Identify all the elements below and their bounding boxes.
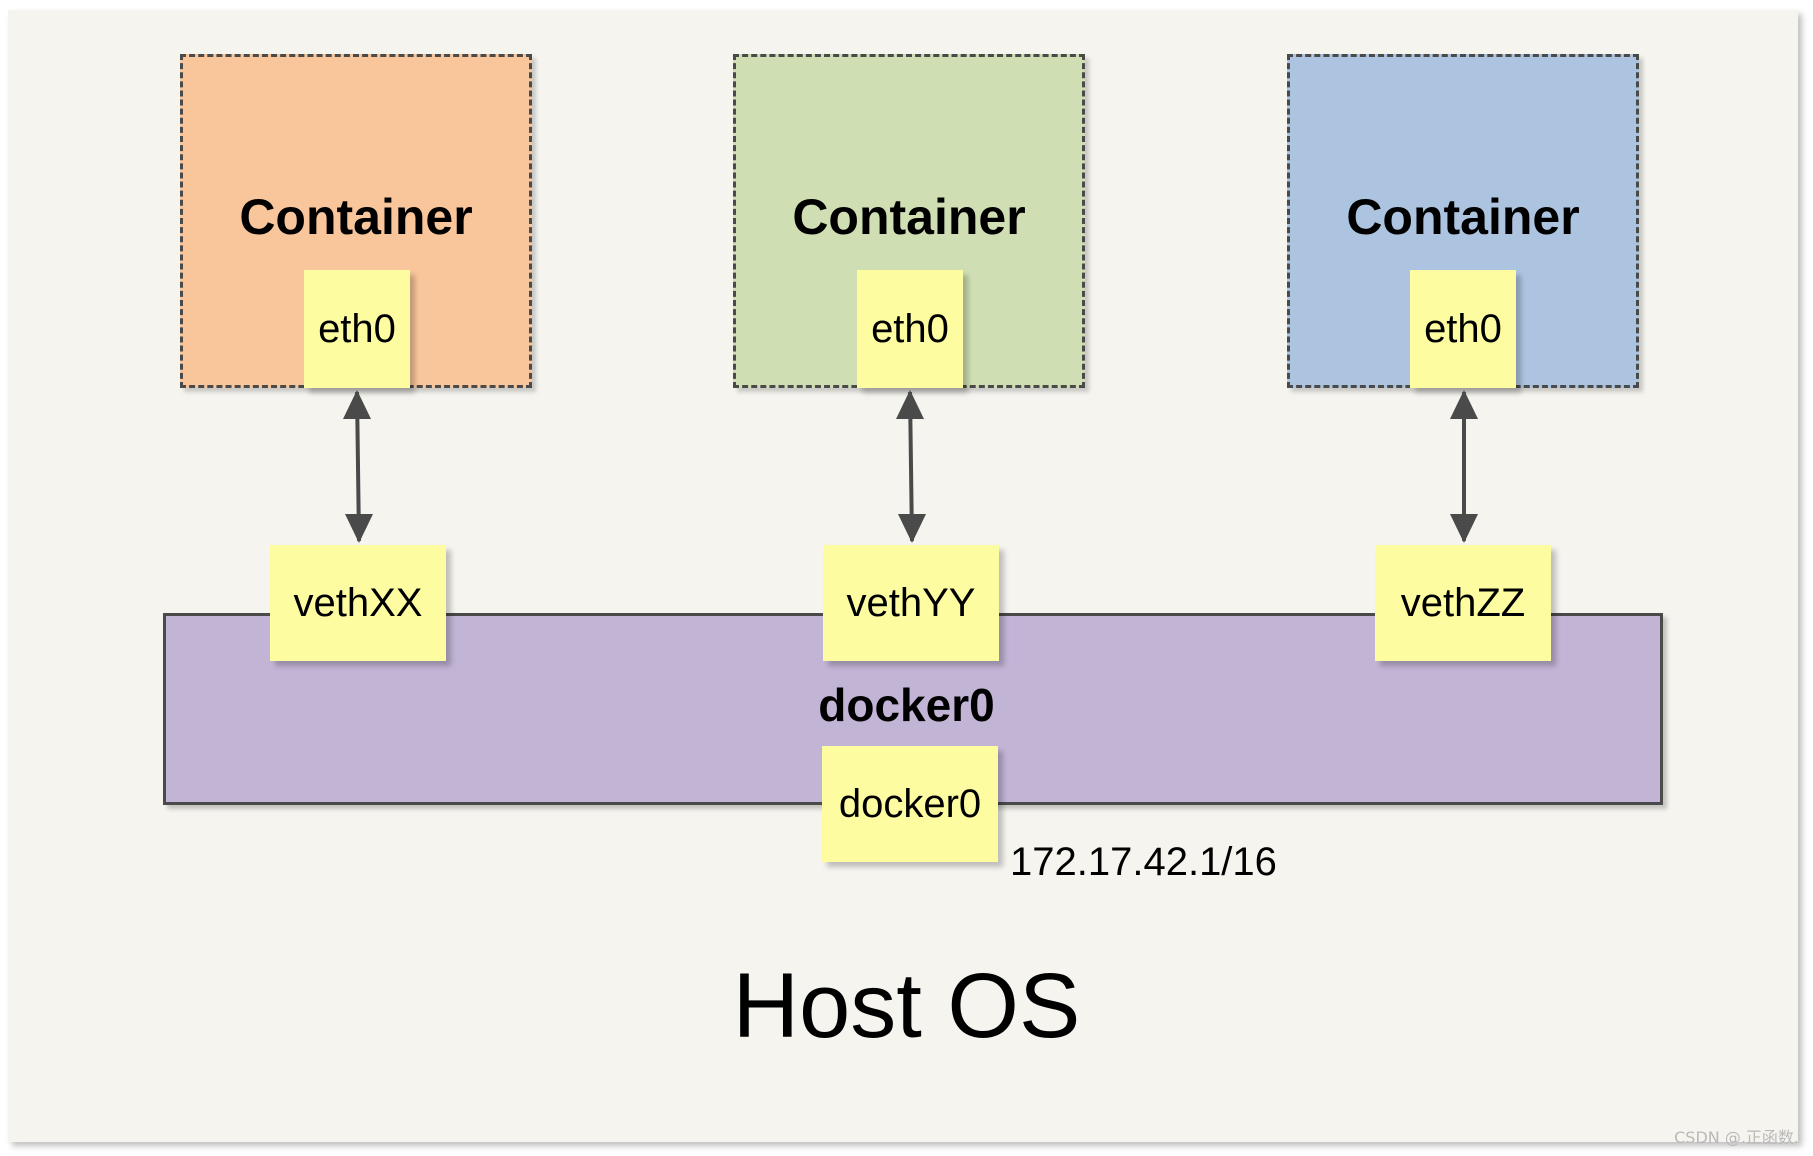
docker0-ip-address: 172.17.42.1/16 xyxy=(1010,840,1277,884)
veth-interface-3: vethZZ xyxy=(1375,545,1551,661)
docker0-bridge-title: docker0 xyxy=(818,679,995,731)
veth-interface-2: vethYY xyxy=(823,545,999,661)
container-box-1: Container xyxy=(180,54,532,388)
container-title-2: Container xyxy=(792,189,1026,245)
arrow-eth0-vethYY xyxy=(896,390,926,543)
docker0-interface: docker0 xyxy=(822,746,998,862)
arrow-eth0-vethXX xyxy=(343,390,373,543)
container-title-3: Container xyxy=(1346,189,1580,245)
host-os-label: Host OS xyxy=(732,955,1081,1057)
eth0-interface-1: eth0 xyxy=(304,270,410,388)
arrow-eth0-vethZZ xyxy=(1450,390,1478,543)
eth0-interface-2: eth0 xyxy=(857,270,963,388)
eth0-interface-3: eth0 xyxy=(1410,270,1516,388)
watermark: CSDN @.正函数. xyxy=(1674,1128,1799,1147)
veth-interface-1: vethXX xyxy=(270,545,446,661)
container-title-1: Container xyxy=(239,189,473,245)
